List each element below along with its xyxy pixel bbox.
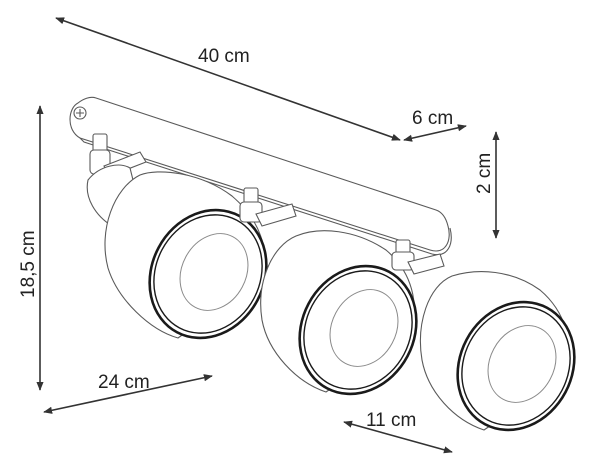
- dimension-length: 40 cm: [55, 17, 401, 141]
- label-height: 18,5 cm: [18, 230, 39, 298]
- dimension-lamp-width: 24 cm: [43, 372, 213, 414]
- spotlight-left: [86, 133, 268, 340]
- label-shade-diameter: 11 cm: [366, 410, 416, 431]
- dimension-shade-diameter: 11 cm: [343, 410, 453, 454]
- spotlight-middle: [239, 187, 418, 396]
- label-base-thickness: 2 cm: [474, 153, 495, 194]
- label-lamp-width: 24 cm: [98, 372, 150, 393]
- mount-knuckle: [391, 239, 445, 275]
- dimension-height: 18,5 cm: [18, 105, 44, 391]
- mount-knuckle: [239, 187, 297, 227]
- label-depth: 6 cm: [412, 108, 453, 129]
- spotlight-right: [391, 239, 576, 432]
- dimension-depth: 6 cm: [403, 108, 467, 142]
- dimension-base-thickness: 2 cm: [474, 131, 500, 239]
- label-length: 40 cm: [198, 46, 250, 67]
